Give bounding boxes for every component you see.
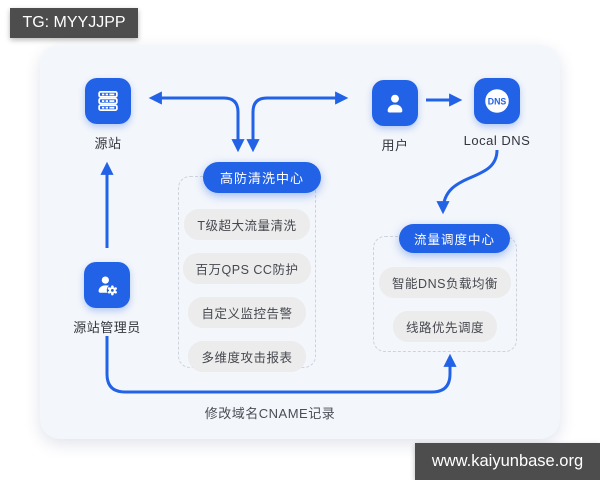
feature-item: T级超大流量清洗: [184, 209, 310, 240]
feature-item: 线路优先调度: [392, 311, 497, 342]
admin-gear-icon: [84, 262, 130, 308]
local-dns-label: Local DNS: [463, 133, 531, 148]
traffic-center-box: 智能DNS负载均衡 线路优先调度: [373, 236, 517, 352]
feature-item: 百万QPS CC防护: [182, 253, 312, 284]
node-admin: 源站管理员: [66, 262, 148, 336]
watermark-bottom: www.kaiyunbase.org: [415, 443, 600, 480]
user-label: 用户: [381, 138, 409, 153]
server-icon: [85, 78, 131, 124]
scrubbing-center-pill: 高防清洗中心: [203, 162, 322, 193]
origin-label: 源站: [94, 136, 122, 151]
admin-label: 源站管理员: [73, 320, 141, 335]
node-user: 用户: [354, 80, 436, 154]
scrubbing-center-box: T级超大流量清洗 百万QPS CC防护 自定义监控告警 多维度攻击报表: [178, 176, 316, 372]
node-origin-server: 源站: [67, 78, 149, 152]
feature-item: 多维度攻击报表: [188, 341, 306, 372]
cname-annotation: 修改域名CNAME记录: [204, 406, 336, 421]
feature-item: 智能DNS负载均衡: [379, 267, 511, 298]
traffic-center-pill: 流量调度中心: [399, 224, 511, 253]
feature-item: 自定义监控告警: [188, 297, 306, 328]
svg-text:DNS: DNS: [488, 96, 507, 106]
node-local-dns: DNS Local DNS: [456, 78, 538, 148]
user-icon: [372, 80, 418, 126]
dns-icon: DNS: [474, 78, 520, 124]
watermark-top: TG: MYYJJPP: [10, 8, 138, 38]
